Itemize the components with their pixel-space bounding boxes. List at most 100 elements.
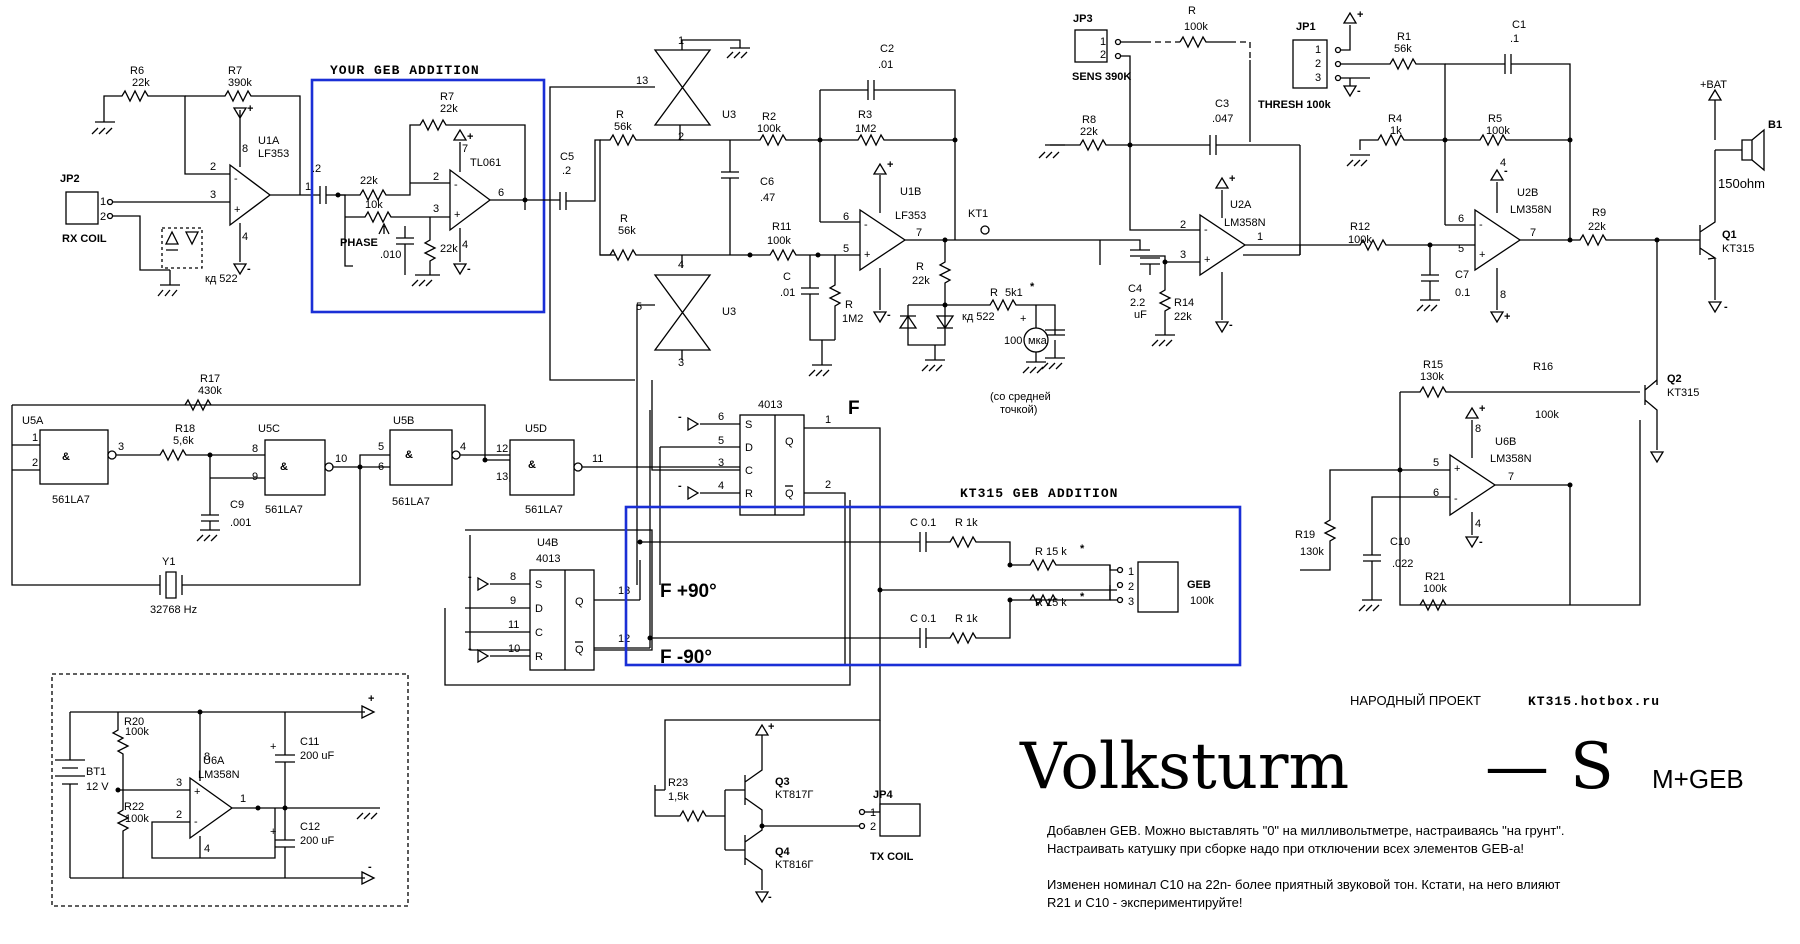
bt1-label: BT1 [86,766,106,778]
svg-text:5: 5 [843,243,849,255]
svg-text:3: 3 [433,203,439,215]
u5b-ref: U5B [393,415,414,427]
svg-text:-: - [864,219,868,231]
title-symbol: S [1570,730,1614,804]
c01-b-value: C 0.1 [910,613,936,625]
svg-text:+: + [234,204,240,216]
crystal-y1 [155,571,190,599]
u1b-opamp [859,208,907,272]
ff-4013-top [739,414,805,516]
jp1-ref: JP1 [1296,21,1316,33]
svg-text:12: 12 [496,443,508,455]
svg-text:C: C [535,627,543,639]
svg-text:R16: R16 [1533,361,1553,373]
r-geb3-value: 22k [440,243,458,255]
r56k-b-value: 56k [618,225,636,237]
svg-text:6: 6 [1433,487,1439,499]
u1b-part: LF353 [895,210,926,222]
svg-text:+: + [768,721,774,733]
svg-text:5: 5 [636,301,642,313]
r8-value: 22k [1080,126,1098,138]
svg-text:R: R [745,488,753,500]
svg-text:-: - [1357,85,1361,97]
svg-text:-: - [454,179,458,191]
svg-text:R19: R19 [1295,529,1315,541]
u3-switch-bottom [653,274,712,351]
svg-text:+: + [1479,403,1485,415]
svg-text:4: 4 [242,231,248,243]
svg-text:*: * [1080,543,1085,555]
svg-text:8: 8 [510,571,516,583]
q1-part: KT315 [1722,243,1754,255]
c2-value: .01 [878,59,893,71]
r-geb2-value: 10k [365,199,383,211]
svg-text:-: - [678,480,682,492]
r100k-jp3-value: 100k [1184,21,1208,33]
c12-value: 200 uF [300,835,335,847]
svg-text:13: 13 [636,75,648,87]
r56k-a-value: 56k [614,121,632,133]
svg-text:+: + [467,131,473,143]
svg-text:6: 6 [843,211,849,223]
u5a-part: 561LA7 [52,494,90,506]
svg-text:1: 1 [32,432,38,444]
note-line-4: R21 и С10 - экспериментируйте! [1047,895,1243,910]
svg-text:2: 2 [678,131,684,143]
tl061-opamp [449,168,492,232]
c6-value: .47 [760,192,775,204]
jp4-connector [879,803,921,837]
svg-text:3: 3 [678,357,684,369]
u2b-part: LM358N [1510,204,1552,216]
r11-value: 100k [767,235,791,247]
jp3-ref: JP3 [1073,13,1093,25]
svg-text:10: 10 [508,643,520,655]
svg-text:C5: C5 [560,151,574,163]
svg-text:R22: R22 [124,801,144,813]
u6b-ref: U6B [1495,436,1516,448]
r22k-value: 22k [912,275,930,287]
u6a-part: LM358N [198,769,240,781]
svg-text:+: + [1357,9,1363,21]
svg-text:R: R [616,109,624,121]
svg-text:4: 4 [1475,518,1481,530]
svg-text:-: - [1724,301,1728,313]
r4-value: 1k [1390,125,1402,137]
svg-text:-: - [1479,219,1483,231]
svg-text:9: 9 [252,471,258,483]
c7-value: 0.1 [1455,287,1470,299]
r12-value: 100k [1348,234,1372,246]
svg-text:1: 1 [1128,566,1134,578]
r1k-b-value: R 1k [955,613,978,625]
svg-text:6: 6 [1458,213,1464,225]
svg-text:-: - [1454,493,1458,505]
geb-potentiometer-connector [1137,561,1179,613]
svg-text:U3: U3 [722,306,736,318]
jp2-label: RX COIL [62,233,107,245]
svg-text:13: 13 [496,471,508,483]
u5d-ref: U5D [525,423,547,435]
svg-text:4: 4 [678,259,684,271]
svg-text:S: S [535,579,542,591]
svg-text:7: 7 [1530,227,1536,239]
svg-text:-: - [1504,165,1508,177]
svg-text:D: D [745,442,753,454]
u2b-ref: U2B [1517,187,1538,199]
svg-text:-: - [368,861,372,873]
svg-text:11: 11 [508,619,519,631]
svg-text:R: R [535,651,543,663]
r-1m2-value: 1M2 [842,313,863,325]
svg-text:-: - [468,643,472,655]
svg-text:R9: R9 [1592,207,1606,219]
u5d-part: 561LA7 [525,504,563,516]
r6-value: 22k [132,77,150,89]
c-geb-in-value: .2 [312,163,321,175]
svg-text:-: - [468,571,472,583]
ff-u4b [529,569,595,671]
svg-text:-: - [678,411,682,423]
svg-text:C12: C12 [300,821,320,833]
phase-label: PHASE [340,237,378,249]
q3-part: KT817Г [775,789,813,801]
note-line-1: Добавлен GEB. Можно выставлять "0" на ми… [1047,823,1565,838]
c1-value: .1 [1510,33,1519,45]
